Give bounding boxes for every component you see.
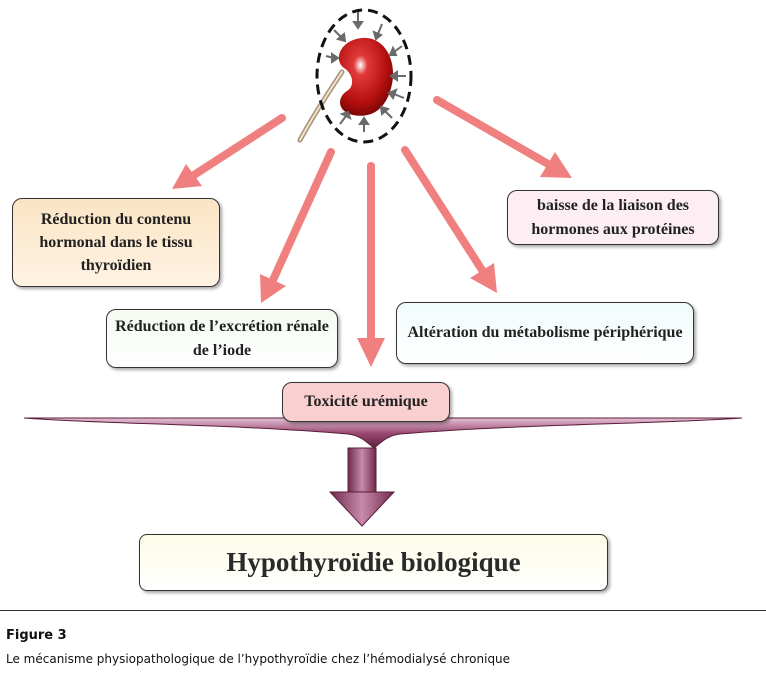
box-toxicite-uremique: Toxicité urémique (282, 382, 450, 422)
kidney-icon (297, 8, 413, 144)
box-baisse-liaison-proteines: baisse de la liaison des hormones aux pr… (507, 190, 719, 245)
box-reduction-contenu-hormonal: Réduction du contenu hormonal dans le ti… (12, 198, 220, 287)
figure-caption: Le mécanisme physiopathologique de l’hyp… (6, 652, 511, 666)
arrow-to-metabolisme (401, 146, 497, 293)
arrow-to-hypothyroidie (328, 447, 396, 527)
figure-label: Figure 3 (6, 628, 67, 643)
box-alteration-metabolisme: Altération du métabolisme périphérique (396, 302, 694, 364)
merge-brace (23, 417, 743, 449)
arrow-to-toxicite (357, 162, 385, 367)
box-reduction-excretion-iode: Réduction de l’excrétion rénale de l’iod… (106, 309, 338, 368)
arrow-to-contenu (172, 114, 286, 189)
mechanism-diagram (23, 8, 743, 527)
caption-divider (0, 610, 766, 611)
arrow-to-excretion (260, 148, 335, 303)
box-hypothyroidie-biologique: Hypothyroïdie biologique (139, 534, 608, 591)
arrow-to-liaison (433, 96, 572, 178)
